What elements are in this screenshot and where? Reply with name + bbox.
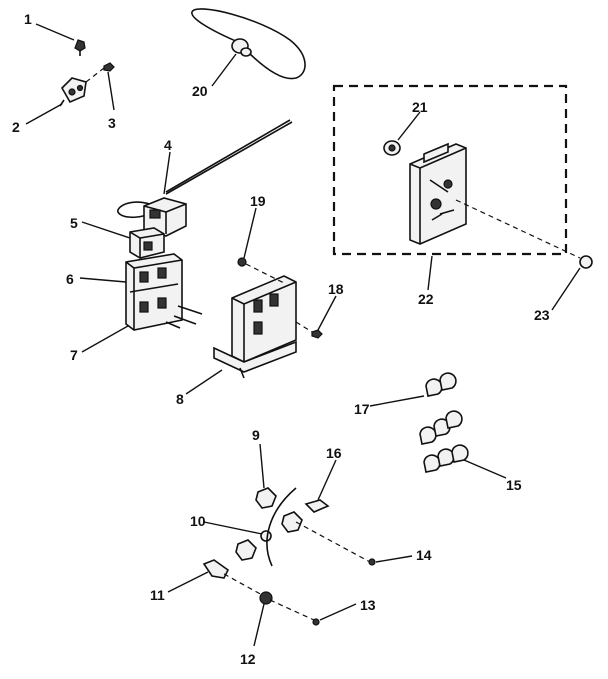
callout-12: 12 (240, 651, 256, 667)
part-18-screw (295, 321, 323, 339)
callout-2: 2 (12, 119, 20, 135)
part-8-bracket (213, 275, 297, 379)
callout-18: 18 (328, 281, 344, 297)
part-9-10-16-valve-group (235, 487, 371, 567)
part-11-12-13-screws (202, 558, 376, 626)
part-3-nut (85, 62, 115, 83)
part-6-7-switch-block (125, 253, 203, 331)
callout-10: 10 (190, 513, 206, 529)
callout-22: 22 (418, 291, 434, 307)
callout-labels: 1 2 3 4 5 6 7 8 9 10 11 12 13 14 15 16 1… (12, 11, 550, 667)
part-2-bracket (59, 77, 87, 107)
part-4-thermostat (117, 119, 293, 237)
callout-20: 20 (192, 83, 208, 99)
part-20-wire-loop (191, 8, 306, 80)
part-5-switch (129, 227, 165, 259)
callout-23: 23 (534, 307, 550, 323)
callout-11: 11 (150, 587, 165, 603)
callout-4: 4 (164, 137, 172, 153)
part-22-kit-box (332, 84, 581, 259)
part-17-15-knobs (419, 372, 469, 473)
callout-16: 16 (326, 445, 342, 461)
leader-lines (25, 23, 581, 647)
callout-3: 3 (108, 115, 116, 131)
callout-19: 19 (250, 193, 266, 209)
callout-15: 15 (506, 477, 522, 493)
callout-1: 1 (24, 11, 32, 27)
callout-5: 5 (70, 215, 78, 231)
callout-8: 8 (176, 391, 184, 407)
callout-7: 7 (70, 347, 78, 363)
callout-17: 17 (354, 401, 370, 417)
part-19-screw (237, 257, 287, 285)
part-23-plug (579, 255, 593, 269)
callout-14: 14 (416, 547, 432, 563)
callout-21: 21 (412, 99, 428, 115)
part-21-grommet (383, 140, 401, 156)
callout-9: 9 (252, 427, 260, 443)
part-1-screw (74, 39, 86, 56)
callout-6: 6 (66, 271, 74, 287)
callout-13: 13 (360, 597, 376, 613)
